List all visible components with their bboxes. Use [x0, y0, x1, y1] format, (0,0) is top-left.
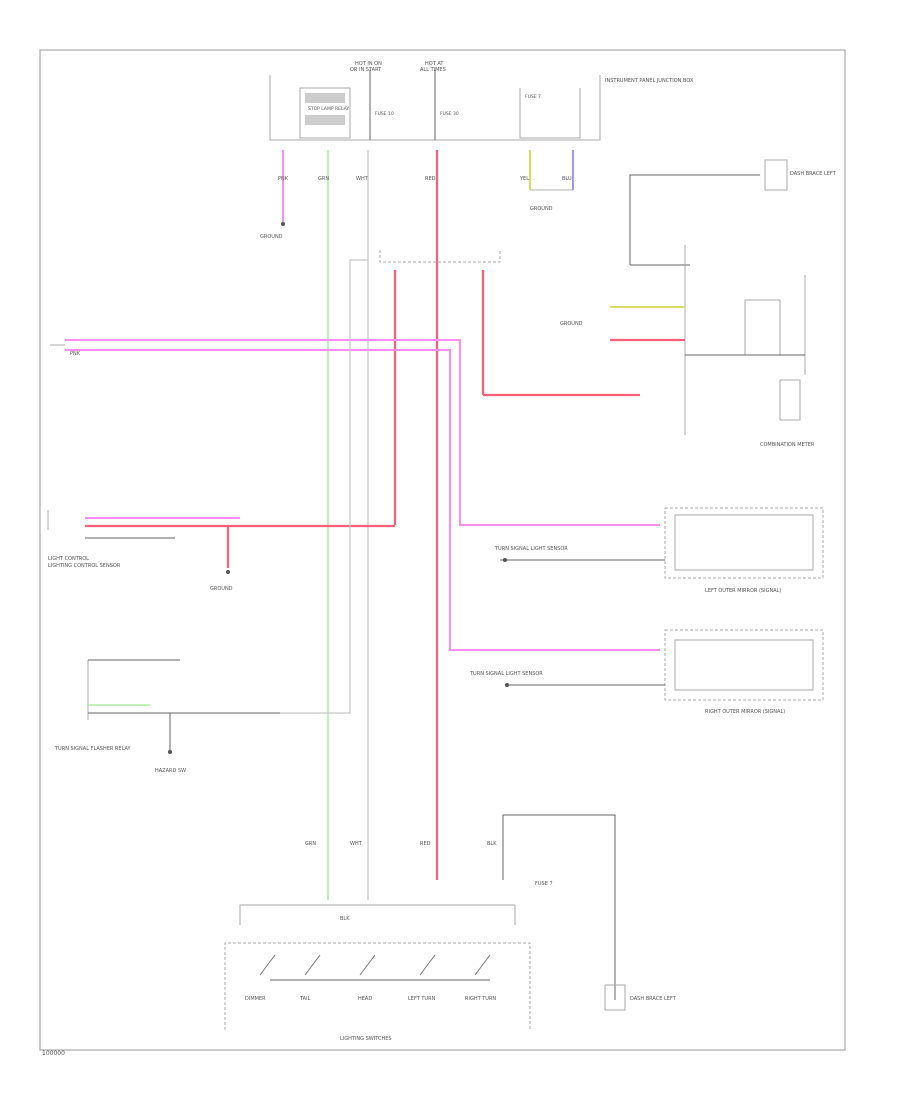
top-fuse-2-label: HOT AT [425, 61, 444, 67]
stop-relay-box [299, 87, 351, 139]
wire-label-1: PNK [278, 176, 289, 182]
turn-note-left: TURN SIGNAL LIGHT SENSOR [494, 546, 568, 552]
wire-label-2: GRN [318, 176, 329, 182]
wire-label-6: BLU [562, 176, 572, 182]
hazard-label: HAZARD SW [155, 768, 186, 774]
junction-box-label: INSTRUMENT PANEL JUNCTION BOX [605, 78, 694, 84]
combination-meter: DASH BRACE LEFT GROUND COMBINATION METER [560, 159, 837, 448]
light-control-label: LIGHT CONTROL [48, 556, 89, 562]
diagram-frame [39, 49, 846, 1051]
fuse-c-label: FUSE 7 [525, 94, 541, 100]
lighting-switches-label: LIGHTING SWITCHES [340, 1036, 392, 1042]
wire-label-4: RED [425, 176, 436, 182]
left-mirror: TURN SIGNAL LIGHT SENSOR LEFT OUTER MIRR… [494, 507, 824, 594]
dash-brace-bottom: DASH BRACE LEFT [630, 996, 677, 1002]
turn-signal-flasher: TURN SIGNAL FLASHER RELAY HAZARD SW [54, 259, 368, 774]
splice-connector [379, 250, 501, 263]
turn-note-right: TURN SIGNAL LIGHT SENSOR [469, 671, 543, 677]
switch-header-box [239, 904, 516, 925]
ground-1-label: GROUND [260, 234, 283, 240]
switch-2-label: TAIL [299, 996, 311, 1002]
junction-box: HOT IN ON OR IN START HOT AT ALL TIMES I… [269, 61, 694, 141]
relay-label-bar [305, 93, 345, 103]
left-mirror-label: LEFT OUTER MIRROR (SIGNAL) [705, 588, 781, 594]
lighting-switches: BLK DIMMER TAIL HEAD LEFT TURN RIGHT TUR… [224, 814, 677, 1042]
right-mirror: TURN SIGNAL LIGHT SENSOR RIGHT OUTER MIR… [469, 629, 824, 715]
switch-3-label: HEAD [358, 996, 372, 1002]
top-fuse-1b-label: OR IN START [350, 67, 382, 73]
bottom-fuse-label: FUSE 7 [535, 881, 553, 887]
relay-label-bar-2 [305, 115, 345, 125]
dash-brace-top: DASH BRACE LEFT [790, 171, 837, 177]
switch-1-label: DIMMER [245, 996, 266, 1002]
meter-ground-sym [764, 159, 788, 191]
meter-module [744, 299, 781, 356]
wire-label-11: RED [420, 841, 431, 847]
left-mirror-box [664, 507, 824, 579]
right-mirror-label: RIGHT OUTER MIRROR (SIGNAL) [705, 709, 785, 715]
right-mirror-box [664, 629, 824, 701]
stop-relay-label: STOP LAMP RELAY [308, 106, 349, 112]
top-fuse-1-label: HOT IN ON [355, 61, 382, 67]
ground-3-label: GROUND [560, 321, 583, 327]
meter-lamp [779, 379, 801, 421]
wire-label-10: WHT [350, 841, 363, 847]
ground-2-label: GROUND [530, 206, 553, 212]
wire-label-8: BLK [340, 916, 350, 922]
light-ctrl-note: LIGHTING CONTROL SENSOR [48, 563, 121, 569]
dash-brace-ground [604, 984, 626, 1011]
top-fuse-2b-label: ALL TIMES [420, 67, 446, 73]
switch-group-box [224, 942, 531, 1030]
wire-label-7: PNK [70, 351, 81, 357]
wire-label-9: GRN [305, 841, 316, 847]
light-control: GROUND LIGHT CONTROL LIGHTING CONTROL SE… [47, 510, 395, 592]
wire-pink-left-mirror [65, 339, 660, 526]
fuse-a-label: FUSE 10 [375, 111, 394, 117]
combination-meter-label: COMBINATION METER [760, 442, 815, 448]
wire-label-5: YEL [519, 176, 529, 182]
wire-label-12: BLK [487, 841, 497, 847]
ground-4-label: GROUND [210, 586, 233, 592]
wire-pink-right-mirror [65, 349, 660, 651]
flasher-label: TURN SIGNAL FLASHER RELAY [54, 746, 131, 752]
switch-5-label: RIGHT TURN [465, 996, 496, 1002]
figure-code: 100000 [42, 1050, 65, 1057]
switch-4-label: LEFT TURN [408, 996, 436, 1002]
fuse-b-label: FUSE 30 [440, 111, 459, 117]
wire-label-3: WHT [356, 176, 369, 182]
